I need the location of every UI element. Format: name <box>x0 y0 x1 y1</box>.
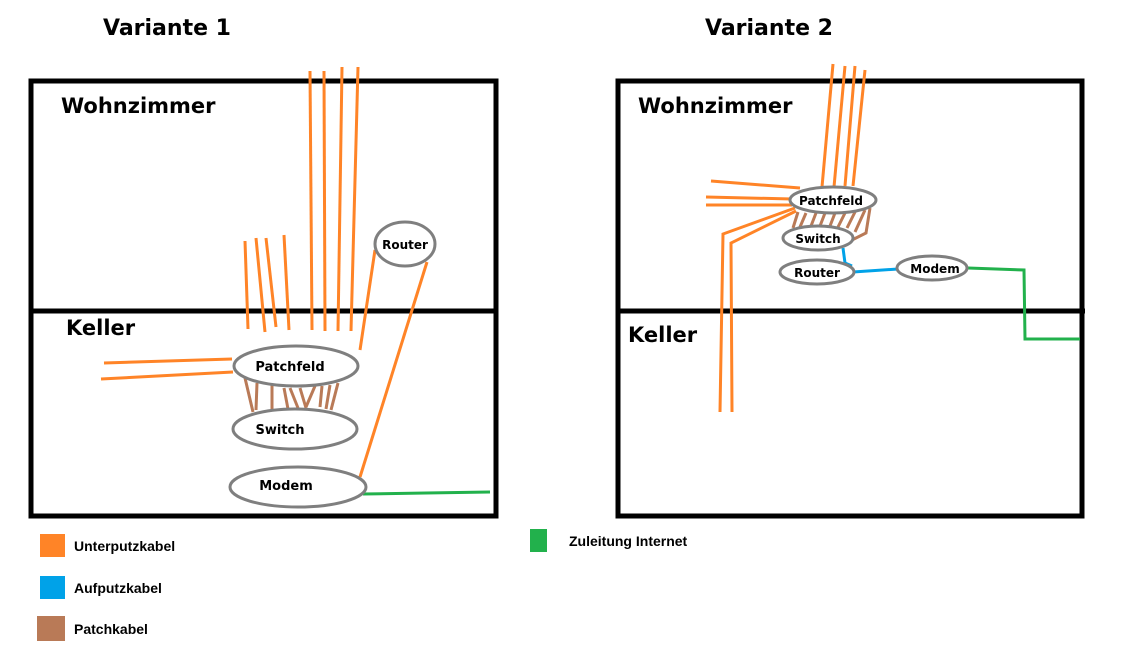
legend-swatch-orange <box>40 534 65 557</box>
v1-room-upper: Wohnzimmer <box>61 94 216 118</box>
legend-item-unterputz: Unterputzkabel <box>40 534 175 557</box>
v2-patch <box>818 212 827 227</box>
v2-cable <box>718 206 796 413</box>
v2-patch <box>809 212 818 227</box>
v1-switch-label: Switch <box>255 423 304 438</box>
v2-cable <box>729 209 797 413</box>
v2-patch <box>828 212 837 227</box>
legend-label: Zuleitung Internet <box>569 532 688 549</box>
v2-aufputz <box>852 267 899 274</box>
v2-cable <box>832 65 847 188</box>
v2-house-outline <box>615 78 1085 519</box>
legend-item-internet: Zuleitung Internet <box>530 529 687 552</box>
v1-cable <box>336 66 344 332</box>
variant-1-title: Variante 1 <box>103 16 231 41</box>
v1-patch <box>324 384 332 410</box>
v1-node-switch[interactable]: Switch <box>231 407 359 451</box>
v2-node-switch[interactable]: Switch <box>781 224 855 252</box>
v2-node-patchfeld[interactable]: Patchfeld <box>788 185 878 215</box>
v1-modem-label: Modem <box>259 479 313 494</box>
v2-patch <box>791 211 800 229</box>
v2-patch <box>853 209 867 233</box>
v1-node-router[interactable]: Router <box>373 220 437 268</box>
v1-cable <box>358 249 377 351</box>
v1-cable <box>103 357 233 365</box>
v2-cable <box>710 179 801 190</box>
v2-cable <box>820 63 835 188</box>
legend-swatch-brown <box>37 616 65 641</box>
v2-router-label: Router <box>794 266 840 280</box>
v1-patch <box>298 387 308 409</box>
v2-room-lower: Keller <box>628 323 698 347</box>
v1-cable <box>308 70 314 331</box>
v1-node-modem[interactable]: Modem <box>228 465 368 509</box>
v1-patchfeld-label: Patchfeld <box>255 360 324 375</box>
v1-house-outline <box>28 78 499 519</box>
v2-node-router[interactable]: Router <box>778 258 856 286</box>
v2-patch <box>845 211 857 229</box>
v2-patchfeld-label: Patchfeld <box>799 194 863 208</box>
v1-cable <box>349 66 360 332</box>
v1-room-lower: Keller <box>66 316 136 340</box>
v2-room-upper: Wohnzimmer <box>638 94 793 118</box>
v1-patch <box>318 385 324 408</box>
v1-patch <box>304 385 317 408</box>
legend-label: Unterputzkabel <box>74 537 176 554</box>
v2-unterputz-cables <box>705 63 867 413</box>
v1-unterputz-cables <box>100 66 429 478</box>
v2-modem-label: Modem <box>910 262 959 276</box>
v2-switch-label: Switch <box>795 232 840 246</box>
v1-cable <box>358 261 429 478</box>
variant-2-diagram: Patchfeld Switch Router Modem <box>615 63 1085 519</box>
v1-patch <box>254 382 259 411</box>
variant-2-title: Variante 2 <box>705 16 833 41</box>
v2-internet-cable <box>967 266 1080 341</box>
v2-patch <box>851 207 872 242</box>
v2-cable <box>843 65 857 187</box>
v1-node-patchfeld[interactable]: Patchfeld <box>232 344 360 388</box>
v1-router-label: Router <box>382 238 428 252</box>
v2-node-modem[interactable]: Modem <box>895 254 969 282</box>
v2-cable <box>705 195 793 201</box>
legend-label: Aufputzkabel <box>74 579 162 596</box>
v2-patch <box>836 212 847 228</box>
v1-cable <box>322 70 327 332</box>
legend-swatch-green <box>530 529 547 552</box>
legend-item-aufputz: Aufputzkabel <box>40 576 162 599</box>
v1-cable <box>282 234 291 331</box>
v1-patch <box>329 382 340 411</box>
v1-cable <box>100 370 234 381</box>
v2-patch <box>798 212 808 228</box>
v1-internet-cable <box>362 490 491 496</box>
variant-1-diagram: Router Patchfeld Switch Modem <box>28 66 499 519</box>
v1-patch <box>282 387 290 410</box>
v2-cable <box>851 69 867 187</box>
v1-patch-cables <box>243 377 340 413</box>
v1-cable <box>264 237 278 328</box>
legend-swatch-blue <box>40 576 65 599</box>
legend-label: Patchkabel <box>74 620 148 637</box>
v2-patch-cables <box>791 207 872 242</box>
v1-patch <box>243 377 255 413</box>
v1-cable <box>243 240 250 330</box>
v1-cable <box>254 237 267 333</box>
v1-patch <box>288 387 300 409</box>
legend-item-patch: Patchkabel <box>37 616 148 641</box>
